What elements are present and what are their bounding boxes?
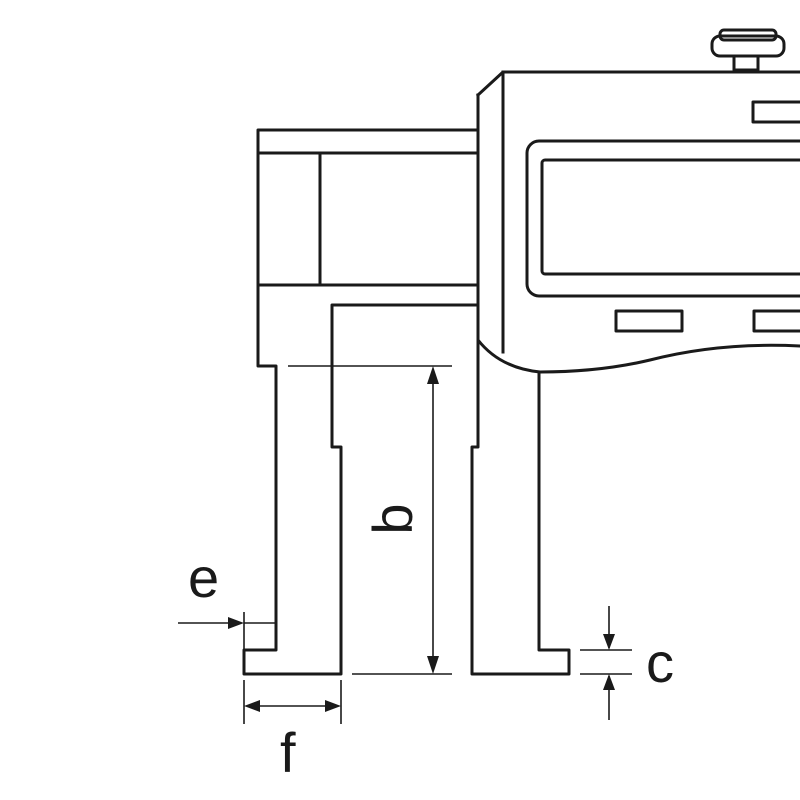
label-b: b [361, 503, 424, 534]
outer-left-jaw [242, 283, 480, 676]
dimension-b [288, 365, 452, 675]
bottom-button-left [614, 309, 684, 333]
left-beam-block [256, 128, 480, 287]
label-f: f [280, 721, 296, 784]
dimension-e [178, 612, 276, 650]
sliding-right-jaw [470, 338, 571, 676]
lcd-display [525, 139, 800, 298]
label-e: e [188, 546, 219, 609]
thumb-wheel [710, 28, 786, 72]
top-button [751, 100, 800, 124]
label-c: c [646, 631, 674, 694]
dimension-f [243, 680, 342, 724]
dimension-c [580, 606, 632, 720]
bottom-button-right [752, 309, 800, 333]
